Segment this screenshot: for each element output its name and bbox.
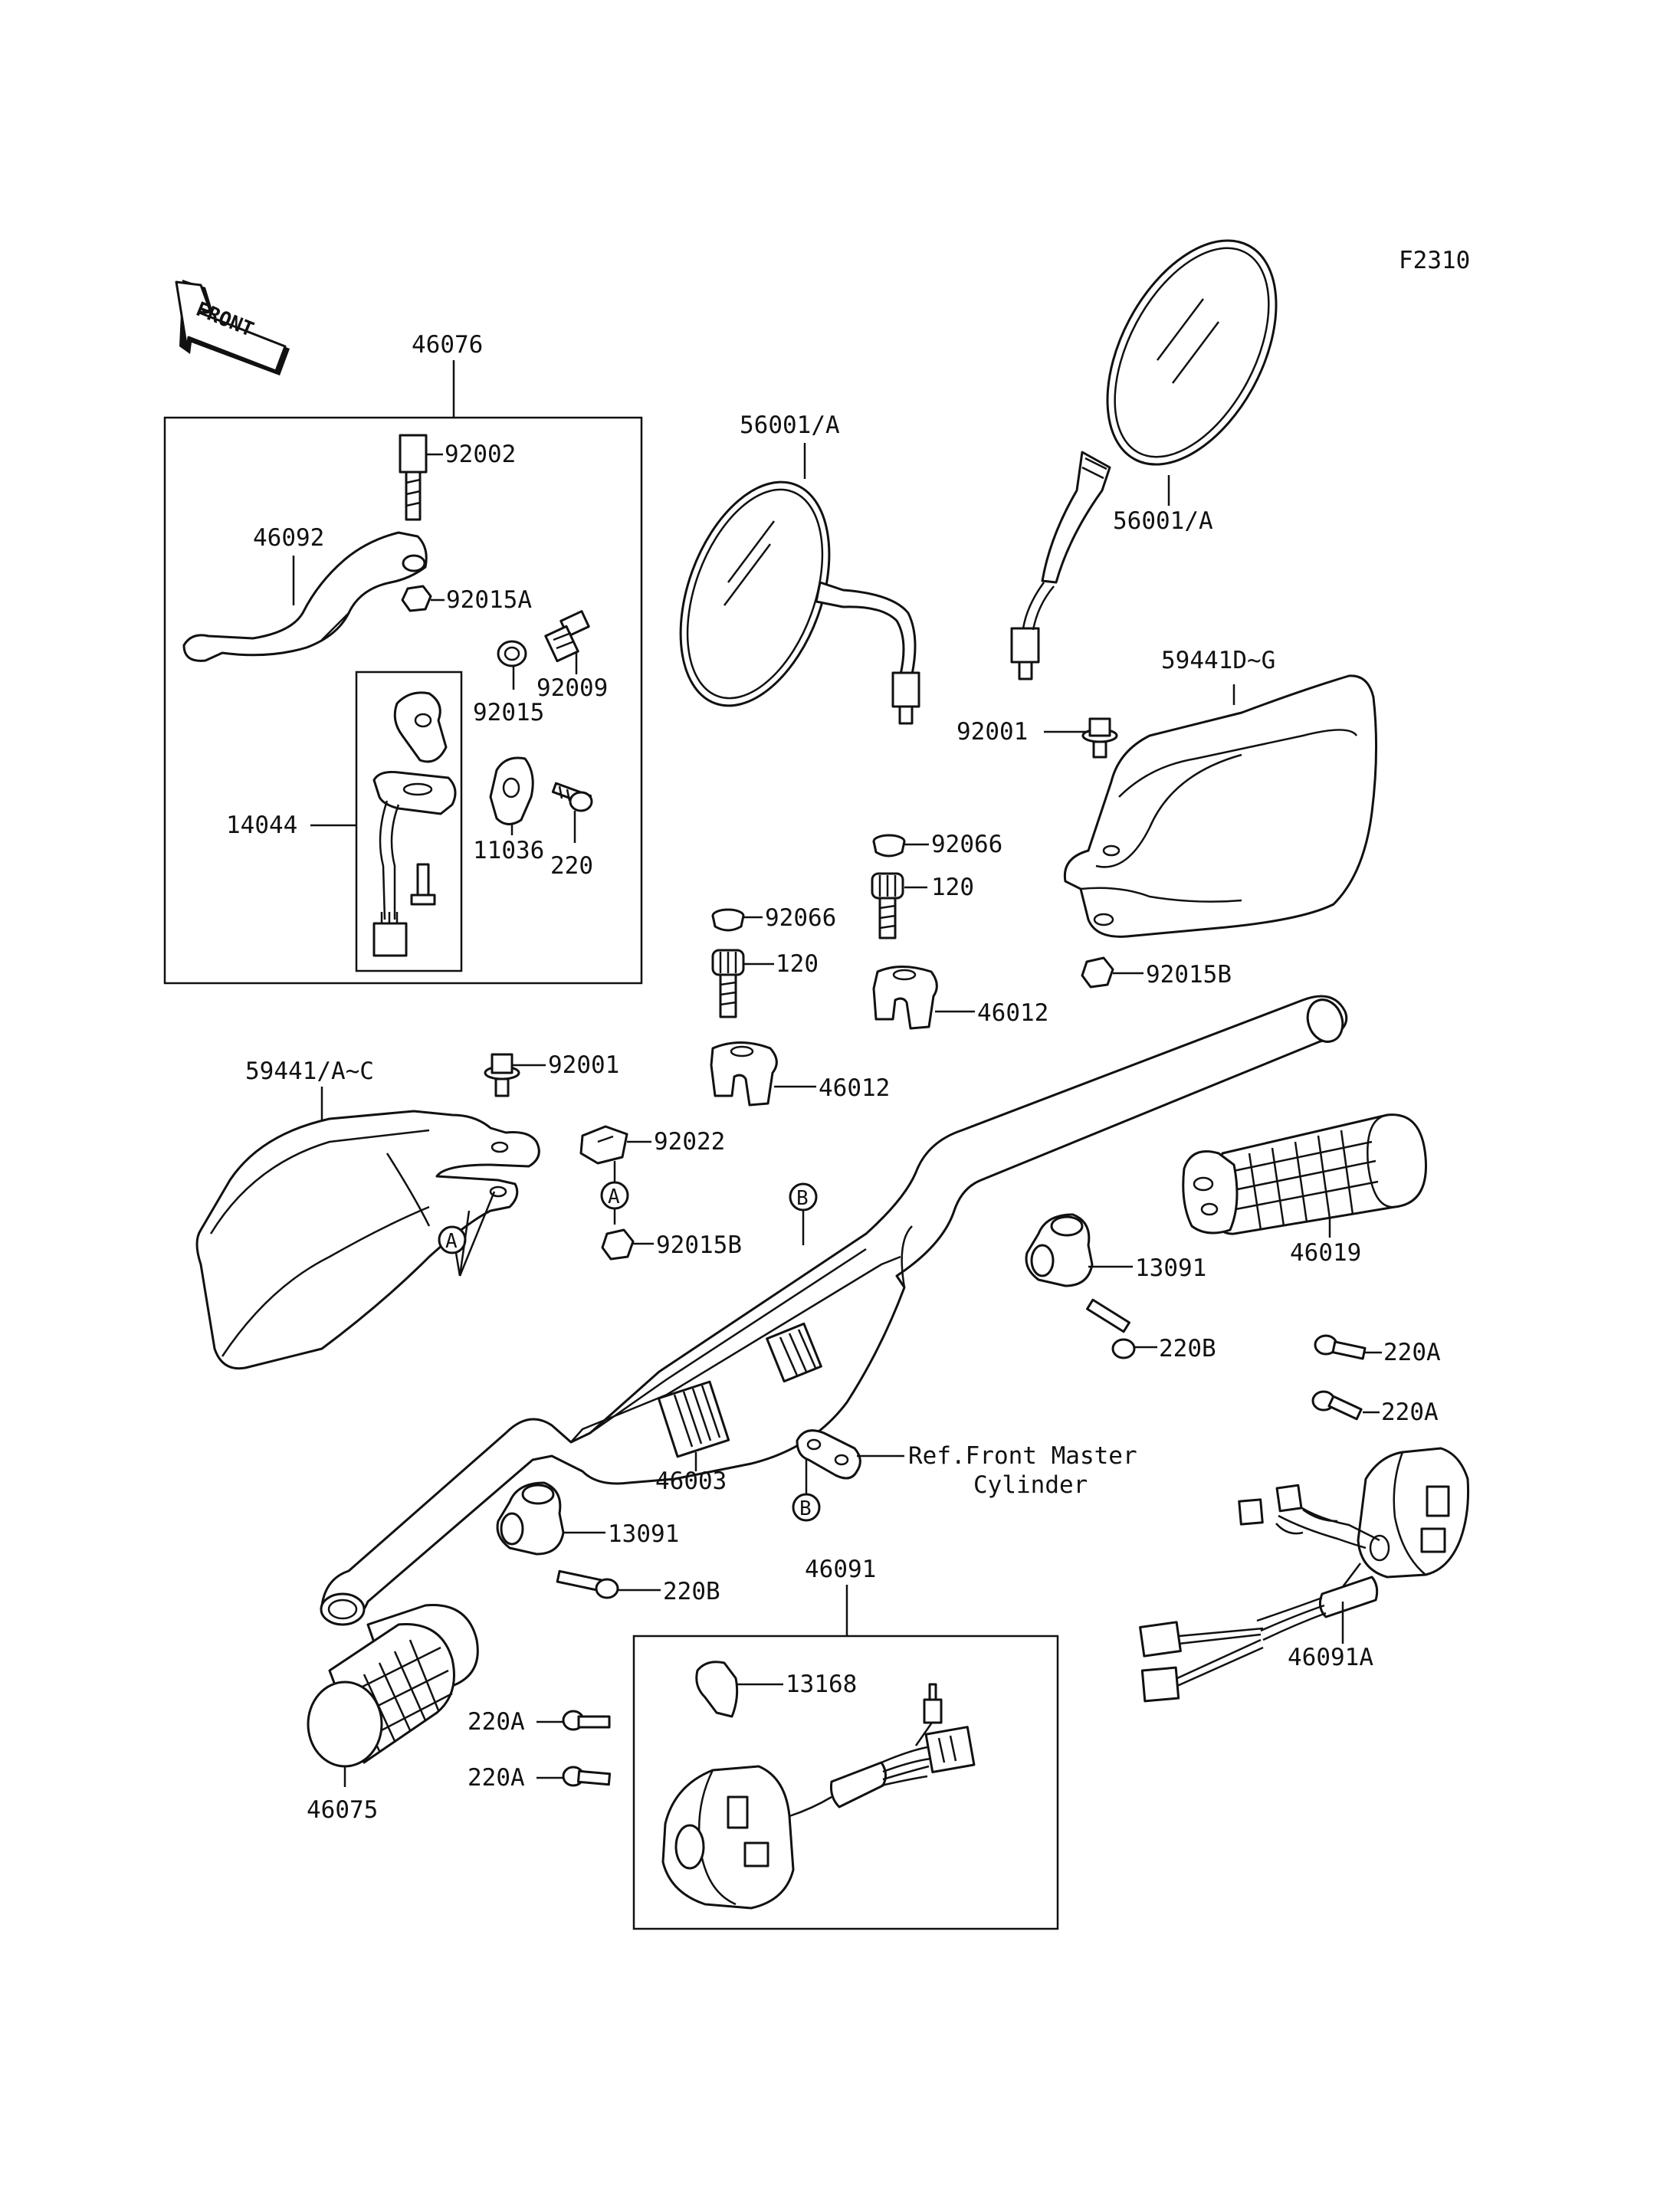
left-grip-46075 (307, 1604, 479, 1768)
label-92015a: 92015A (446, 586, 532, 614)
label-120-right: 120 (931, 874, 974, 901)
label-46076: 46076 (412, 331, 483, 359)
label-13091-left: 13091 (608, 1520, 679, 1548)
clutch-lever-46092 (182, 531, 428, 662)
guard-left-bolt-92001 (484, 1053, 520, 1097)
label-46091a: 46091A (1288, 1644, 1373, 1671)
label-46019: 46019 (1290, 1239, 1361, 1267)
label-120-left: 120 (776, 950, 819, 978)
clamp-screw-220 (551, 782, 593, 812)
holder-bolt-left-120 (711, 949, 745, 1018)
lever-assy-box (163, 416, 643, 985)
holder-right-46012 (872, 966, 938, 1030)
label-13168: 13168 (786, 1671, 857, 1698)
screw-220a-4 (562, 1766, 612, 1787)
switch-clip-13168 (695, 1661, 739, 1718)
label-220a-3: 220A (468, 1708, 525, 1736)
label-92015b-right: 92015B (1146, 961, 1232, 989)
callout-b-clamp (792, 1493, 821, 1522)
label-59441dg: 59441D~G (1161, 647, 1275, 674)
label-46012-left: 46012 (819, 1074, 890, 1102)
label-92015b-left: 92015B (656, 1231, 742, 1259)
label-92001-right: 92001 (956, 718, 1028, 746)
adjuster-92009 (544, 610, 590, 663)
guard-right-59441dg (1063, 674, 1378, 938)
label-220a-2: 220A (1381, 1399, 1439, 1426)
callout-b-clamp-text: B (799, 1497, 812, 1520)
holder-bolt-right-120 (871, 872, 904, 939)
mirror-right-56001a (1010, 239, 1278, 680)
label-92066-right: 92066 (931, 831, 1002, 858)
label-11036: 11036 (473, 837, 544, 864)
label-92022: 92022 (654, 1128, 725, 1156)
clutch-switch-14044 (372, 691, 457, 957)
screw-220a-3 (562, 1710, 611, 1731)
figure-code: F2310 (1399, 247, 1470, 274)
label-220b-right: 220B (1159, 1335, 1216, 1362)
mirror-left-56001a (679, 480, 920, 725)
label-92015: 92015 (473, 699, 544, 726)
label-46012-right: 46012 (977, 999, 1048, 1027)
handlebar-46003 (320, 995, 1348, 1626)
guard-left-59441ac (195, 1110, 540, 1370)
label-46003: 46003 (655, 1467, 727, 1495)
label-220a-1: 220A (1383, 1339, 1441, 1366)
housing-right-13091 (1025, 1213, 1094, 1287)
label-59441ac: 59441/A~C (245, 1058, 374, 1085)
housing-left-screw-220b (556, 1569, 619, 1599)
callout-a-spacer-text: A (608, 1185, 620, 1208)
label-56001a-left: 56001/A (740, 412, 840, 439)
clutch-switch-box (355, 671, 463, 972)
holder-cap-right-92066 (872, 834, 906, 857)
spacer-nut-92015b (601, 1228, 635, 1261)
switch-left-body (661, 1683, 976, 1910)
label-92009: 92009 (536, 674, 608, 702)
label-46091: 46091 (805, 1556, 876, 1583)
callout-b-bar-text: B (796, 1187, 809, 1210)
housing-right-screw-220b (1086, 1298, 1136, 1359)
spacer-92022 (579, 1125, 628, 1165)
callout-a-guard-text: A (445, 1230, 458, 1253)
screw-220a-2 (1311, 1390, 1363, 1421)
label-92066-left: 92066 (765, 904, 836, 932)
holder-nut-right-92015b (1081, 956, 1114, 989)
label-56001a-right: 56001/A (1113, 507, 1213, 535)
screw-220a-1 (1314, 1334, 1367, 1360)
label-220: 220 (550, 852, 593, 880)
adjuster-nut-92015 (497, 640, 527, 667)
front-arrow-icon: FRONT (175, 280, 290, 375)
label-46092: 46092 (253, 524, 324, 552)
master-cylinder-clamp (796, 1429, 861, 1480)
throttle-grip-46019 (1182, 1113, 1427, 1235)
housing-left-13091 (496, 1481, 565, 1556)
lever-nut-92015a (401, 585, 432, 612)
holder-cap-left-92066 (711, 908, 745, 932)
label-13091-right: 13091 (1135, 1254, 1206, 1282)
switch-assy-box (632, 1635, 1059, 1930)
switch-right-46091a (1139, 1447, 1470, 1703)
label-92001-left: 92001 (548, 1051, 619, 1079)
label-220b-left: 220B (663, 1578, 720, 1605)
lever-bolt-92002 (399, 434, 428, 521)
label-46075: 46075 (307, 1796, 378, 1824)
label-14044: 14044 (226, 812, 297, 839)
ref-note-line1: Ref.Front Master (908, 1442, 1137, 1470)
guard-right-bolt-92001 (1081, 717, 1118, 759)
label-92002: 92002 (445, 441, 516, 468)
holder-left-46012 (710, 1041, 778, 1107)
clamp-11036 (489, 756, 534, 825)
label-220a-4: 220A (468, 1764, 525, 1792)
ref-note-line2: Cylinder (973, 1471, 1088, 1499)
